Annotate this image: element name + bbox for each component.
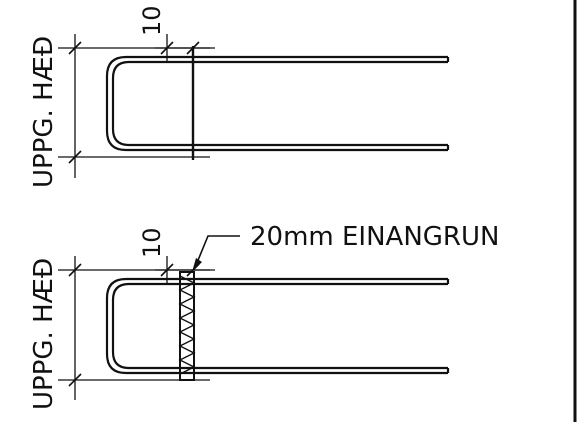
u-bar xyxy=(105,55,450,152)
insulation-callout: 20mm EINANGRUN xyxy=(250,222,499,252)
u-bar xyxy=(105,277,450,375)
height-label: UPPG. HÆÐ xyxy=(29,36,59,188)
callout-leader xyxy=(193,235,240,271)
callout-arrowhead xyxy=(192,258,202,272)
height-dimension xyxy=(58,34,210,178)
detail-1: UPPG. HÆÐ 10 xyxy=(29,5,450,188)
height-label: UPPG. HÆÐ xyxy=(29,258,59,410)
detail-2: UPPG. HÆÐ 10 20mm EINANGRUN xyxy=(29,222,499,410)
cover-dim-value: 10 xyxy=(138,5,166,36)
cover-dim-value: 10 xyxy=(138,227,166,258)
insulation-strip xyxy=(178,271,196,381)
